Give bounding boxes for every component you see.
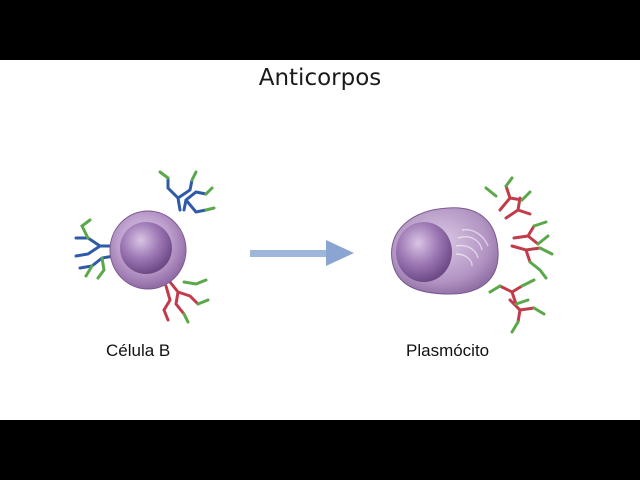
b-cell bbox=[74, 170, 216, 324]
diagram bbox=[74, 170, 554, 334]
slide: Anticorpos bbox=[0, 60, 640, 420]
plasma-cell-label: Plasmócito bbox=[406, 341, 490, 360]
letterbox-top bbox=[0, 0, 640, 60]
antibody-red-bottom bbox=[162, 280, 200, 322]
b-cell-label: Célula B bbox=[106, 341, 171, 360]
plasma-cell bbox=[391, 176, 554, 334]
b-cell-nucleus bbox=[120, 222, 172, 274]
secreted-antibodies-red bbox=[498, 184, 542, 324]
golgi-lines bbox=[455, 229, 489, 267]
antibody-green-bottom bbox=[182, 278, 210, 324]
plasma-cell-nucleus bbox=[396, 222, 452, 282]
secreted-antibodies-green bbox=[484, 176, 554, 334]
antibody-blue-left bbox=[74, 236, 116, 270]
slide-title: Anticorpos bbox=[258, 65, 382, 91]
transition-arrow bbox=[250, 240, 354, 266]
letterbox-bottom bbox=[0, 420, 640, 480]
antibody-blue-top bbox=[166, 176, 208, 214]
antibody-green-top bbox=[158, 170, 216, 212]
antibody-green-left bbox=[80, 218, 106, 280]
